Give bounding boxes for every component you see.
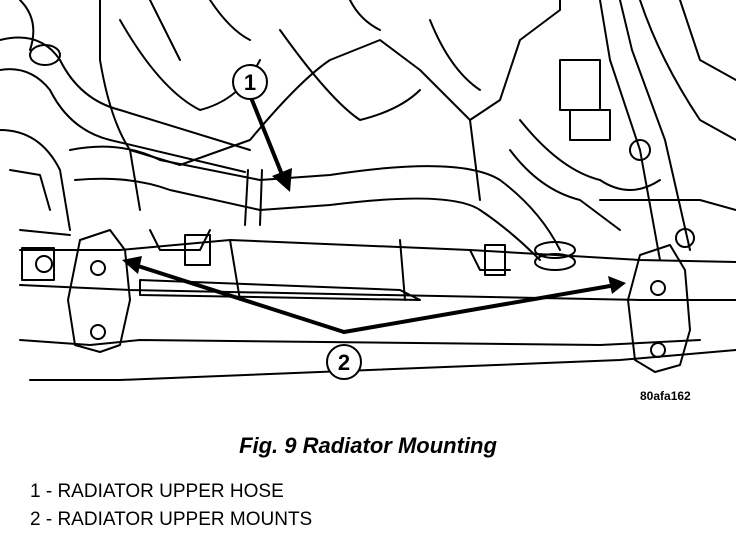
right-upper-mount [627, 244, 691, 373]
callout-2-leader-right [342, 284, 612, 334]
figure-caption: Fig. 9 Radiator Mounting [239, 433, 497, 458]
radiator-mounting-illustration: 1 2 [0, 0, 736, 381]
figure-id: 80afa162 [640, 389, 691, 403]
callout-2: 2 [122, 256, 626, 380]
engine-intake-manifold [99, 0, 561, 211]
callout-2-arrowhead-left [122, 256, 142, 274]
callout-1-arrowhead [272, 168, 292, 192]
callout-1-circle [232, 64, 268, 100]
callout-2-leader-left [136, 264, 346, 334]
callout-1: 1 [232, 64, 292, 192]
left-upper-mount [21, 229, 131, 353]
legend: 1 - RADIATOR UPPER HOSE 2 - RADIATOR UPP… [30, 478, 312, 534]
callout-1-number: 1 [244, 70, 256, 95]
callout-2-circle [326, 344, 362, 380]
engine-right-components [509, 0, 736, 261]
legend-item-upper-hose: 1 - RADIATOR UPPER HOSE [30, 481, 284, 502]
radiator-upper-hose [69, 145, 576, 271]
callout-2-number: 2 [338, 350, 350, 375]
engine-left-hoses [0, 0, 251, 236]
legend-item-upper-mounts: 2 - RADIATOR UPPER MOUNTS [30, 509, 313, 530]
callout-2-arrowhead-right [608, 276, 626, 294]
radiator-crossmember [19, 229, 736, 381]
callout-1-leader [250, 98, 287, 184]
